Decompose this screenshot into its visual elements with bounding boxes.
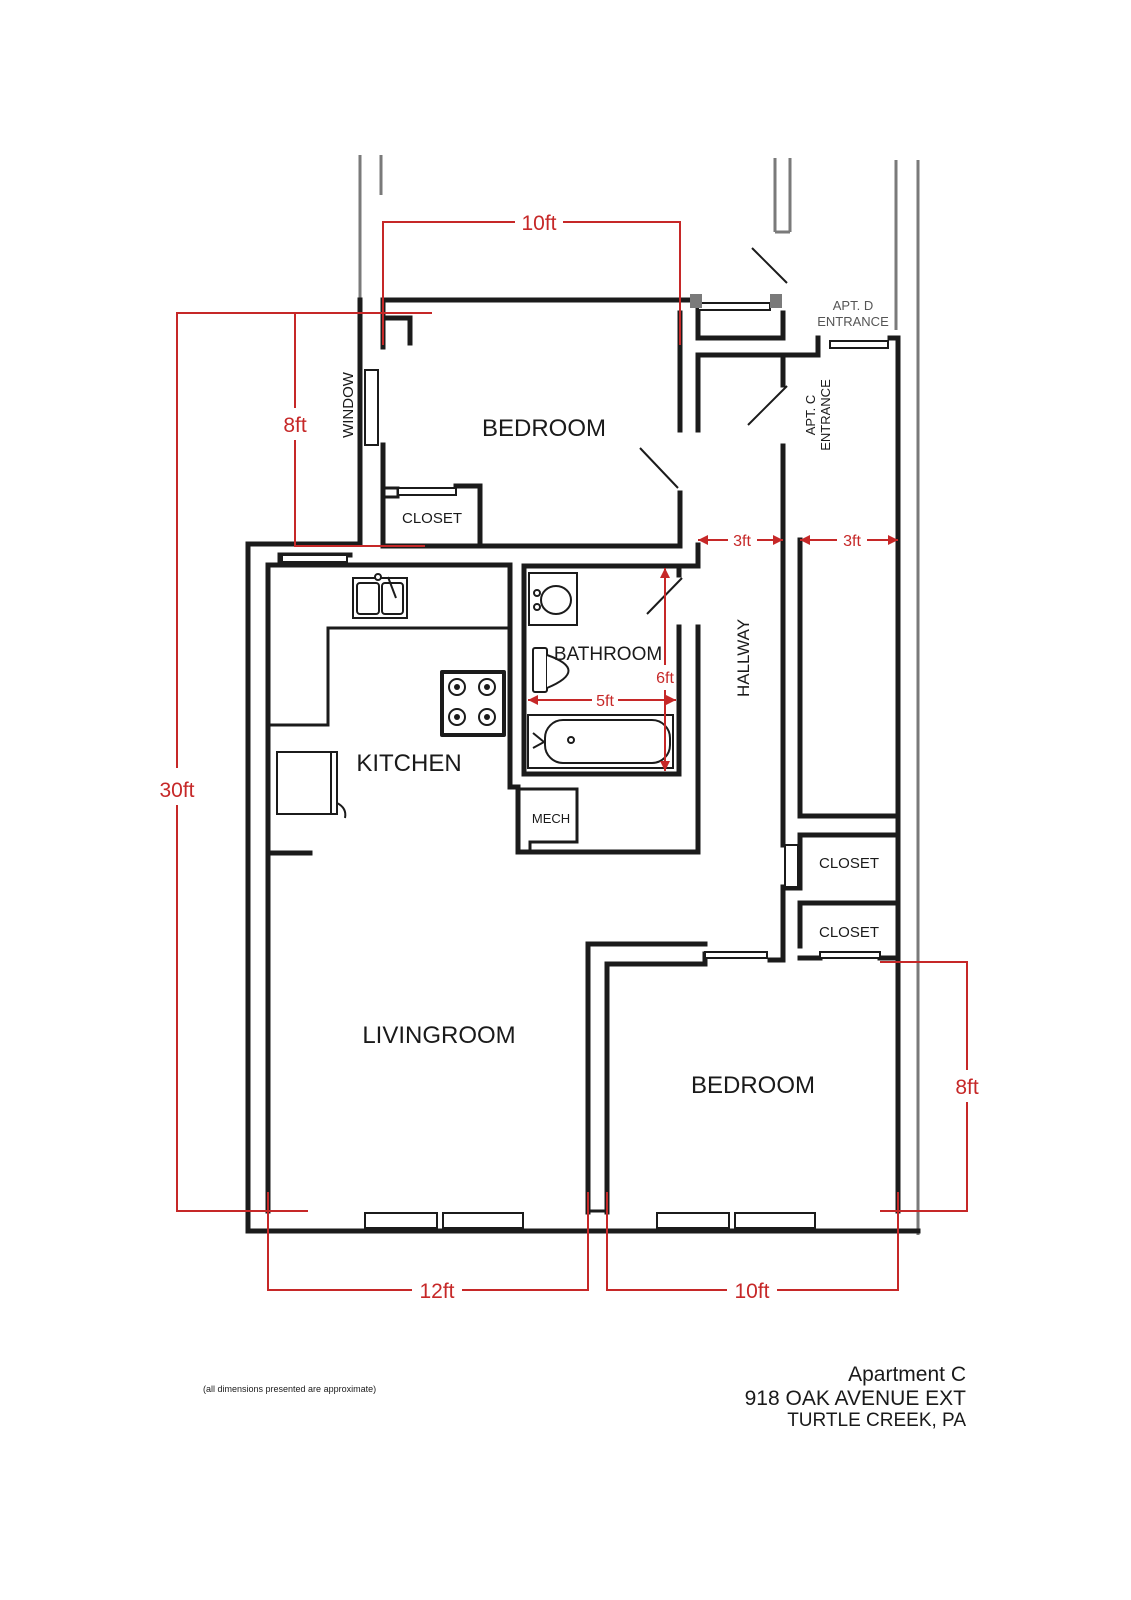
apt-c-entrance-line2: ENTRANCE: [818, 379, 833, 451]
dim-line-side-corridor: [800, 535, 898, 545]
window-bedroom-1: [656, 1212, 730, 1229]
dim-line-bottom-bedroom-depth: [880, 961, 968, 1212]
dim-line-livingroom: [267, 1192, 589, 1291]
room-label-hallway: HALLWAY: [734, 619, 753, 697]
room-label-closet-top: CLOSET: [402, 510, 462, 527]
bathroom-sink: [528, 572, 578, 626]
stove: [440, 670, 506, 737]
bathtub: [527, 714, 674, 769]
dim-top-bedroom-depth: 8ft: [283, 414, 307, 437]
address-block: Apartment C 918 OAK AVENUE EXT TURTLE CR…: [745, 1363, 966, 1431]
windows: [281, 294, 889, 1229]
dim-bathroom-width: 5ft: [596, 693, 614, 710]
window-closet-bottom-2: [819, 951, 881, 959]
window-bedroom-2: [734, 1212, 816, 1229]
dimension-labels: 10ft 8ft 30ft 3ft 3ft 6ft 5ft 12ft 10ft …: [159, 212, 978, 1303]
dim-overall-length: 30ft: [159, 779, 194, 802]
dim-line-top-bedroom-width: [382, 221, 681, 345]
room-label-closet-right-1: CLOSET: [819, 855, 879, 872]
room-label-bedroom-top: BEDROOM: [482, 415, 606, 442]
room-label-bedroom-bottom: BEDROOM: [691, 1072, 815, 1099]
refrigerator: [276, 751, 347, 819]
window-livingroom-2: [442, 1212, 524, 1229]
kitchen-sink: [352, 573, 408, 619]
apartment-name: Apartment C: [848, 1363, 966, 1386]
toilet: [532, 647, 570, 693]
window-top-left: [281, 554, 348, 563]
dim-line-bathroom-width: [528, 695, 676, 705]
kitchen-counter: [270, 626, 510, 727]
door-apt-d: [751, 247, 788, 284]
dim-top-bedroom-width: 10ft: [521, 212, 556, 235]
dim-side-corridor-width: 3ft: [843, 533, 861, 550]
dimension-lines: [176, 221, 968, 1291]
room-label-livingroom: LIVINGROOM: [362, 1022, 515, 1049]
dim-hallway-width: 3ft: [733, 533, 751, 550]
dim-bottom-bedroom-depth: 8ft: [955, 1076, 979, 1099]
street-address: 918 OAK AVENUE EXT: [744, 1386, 966, 1410]
room-label-mech: MECH: [532, 811, 570, 826]
room-label-kitchen: KITCHEN: [356, 750, 461, 777]
dim-line-overall: [176, 312, 320, 1212]
door-bedroom-top: [639, 447, 679, 489]
room-label-closet-right-2: CLOSET: [819, 924, 879, 941]
window-apt-d: [697, 302, 771, 311]
dim-line-bathroom-depth: [660, 568, 670, 771]
dim-line-hallway: [698, 535, 783, 545]
window-closet-right: [784, 844, 799, 888]
apt-c-entrance-line1: APT. C: [803, 395, 818, 435]
label-window: WINDOW: [340, 371, 357, 438]
fixtures: [270, 572, 674, 819]
approximate-dimensions-note: (all dimensions presented are approximat…: [203, 1384, 377, 1394]
window-closet-top: [397, 487, 457, 496]
apt-d-entrance-line2: ENTRANCE: [817, 314, 889, 329]
entrance-labels: APT. D ENTRANCE APT. C ENTRANCE: [803, 298, 889, 451]
dim-bottom-bedroom-width: 10ft: [734, 1280, 769, 1303]
window-corridor: [829, 340, 889, 349]
window-livingroom-1: [364, 1212, 438, 1229]
dim-line-bottom-bedroom-width: [606, 1192, 899, 1291]
window-closet-bottom: [704, 951, 768, 959]
door-apt-c: [747, 385, 788, 426]
room-labels: BEDROOM CLOSET WINDOW BATHROOM KITCHEN M…: [340, 371, 879, 1099]
window-left: [364, 369, 379, 446]
dim-bathroom-depth: 6ft: [656, 670, 674, 687]
dim-livingroom-width: 12ft: [419, 1280, 454, 1303]
room-label-bathroom: BATHROOM: [554, 644, 662, 665]
city-state: TURTLE CREEK, PA: [787, 1410, 966, 1432]
apt-d-entrance-line1: APT. D: [833, 298, 873, 313]
